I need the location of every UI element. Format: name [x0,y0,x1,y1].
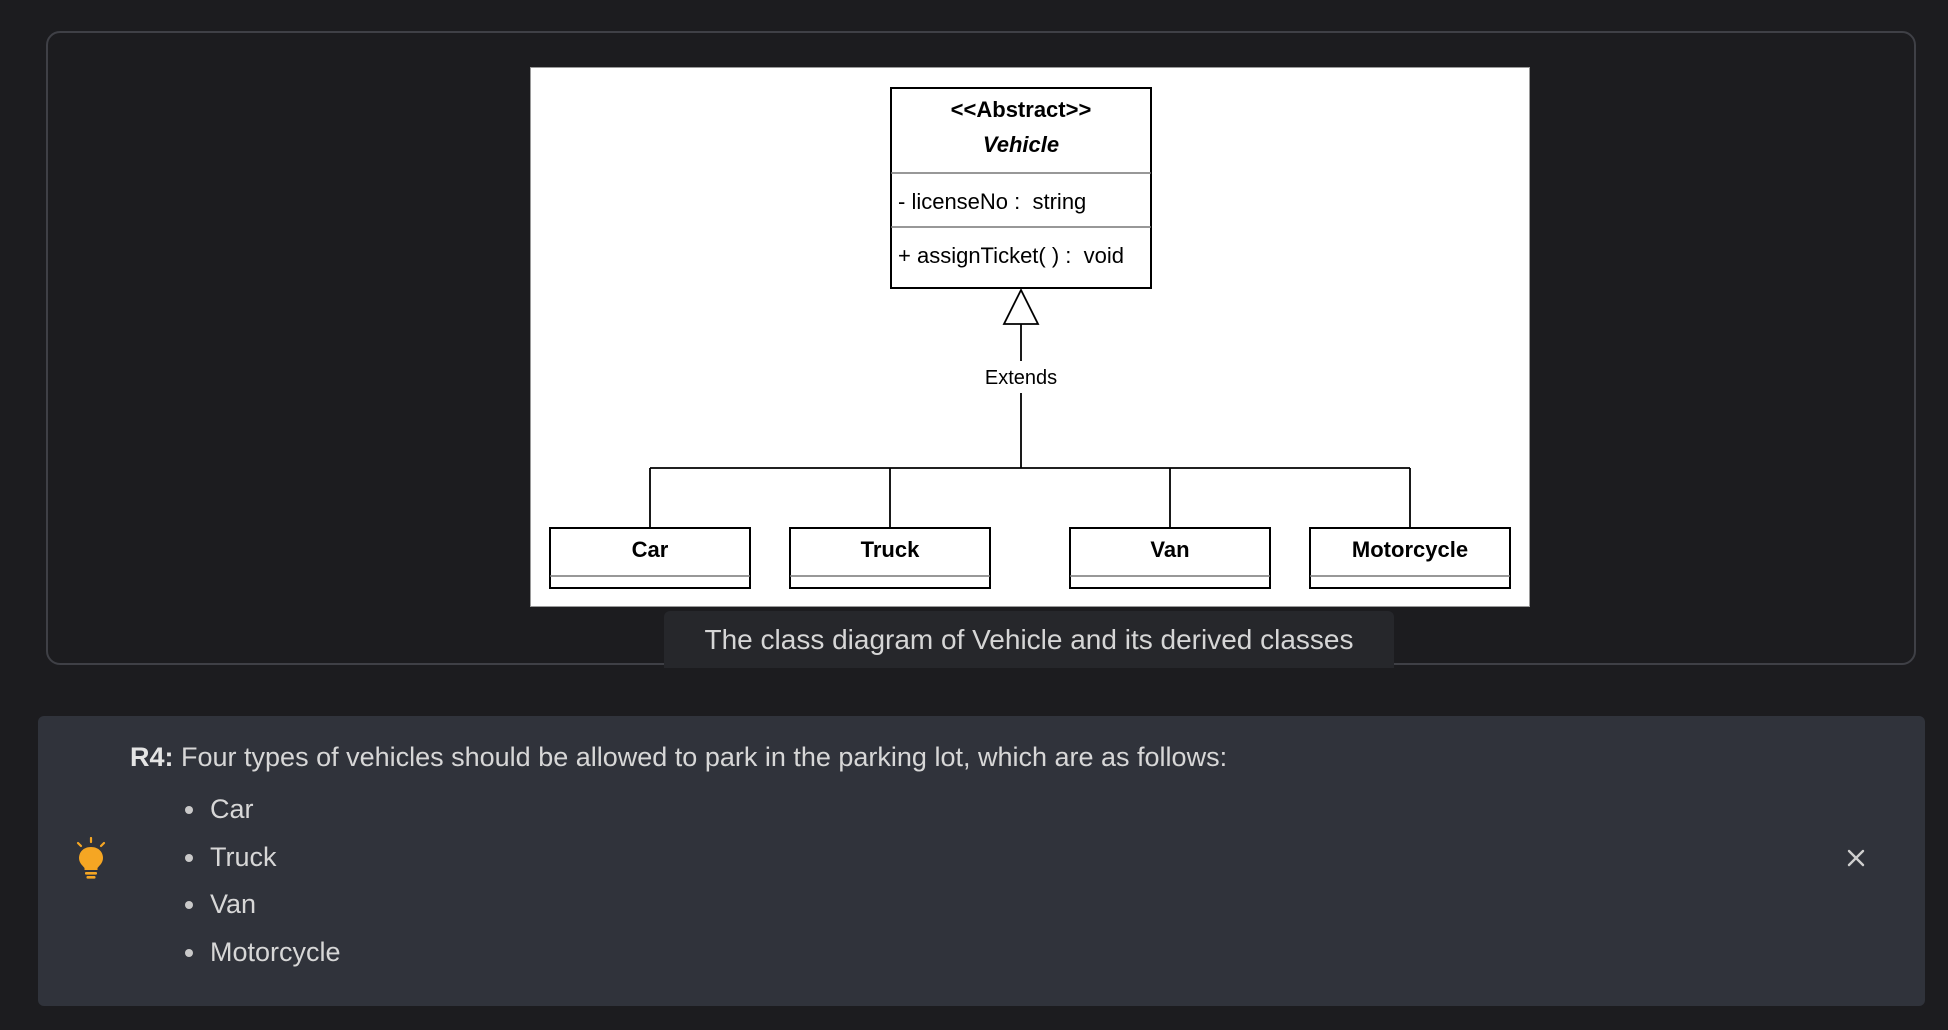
list-item: Car [185,786,1227,834]
vehicle-attribute: - licenseNo : string [898,189,1086,214]
list-item: Truck [185,834,1227,882]
extends-label: Extends [985,367,1057,389]
note-body: R4: Four types of vehicles should be all… [130,738,1227,976]
subclass-motorcycle-name: Motorcycle [1352,537,1468,562]
class-diagram-svg: <<Abstract>> Vehicle - licenseNo : strin… [549,87,1511,589]
list-item: Van [185,881,1227,929]
subclass-car-name: Car [632,537,669,562]
close-icon[interactable] [1838,840,1874,876]
inheritance-triangle [1002,287,1040,325]
subclass-truck: Truck [789,527,991,589]
generalization-arrow: Extends [649,287,1411,528]
note-tag: R4: [130,742,174,772]
subclass-car-frame [549,527,751,589]
vehicle-stereotype: <<Abstract>> [951,97,1092,122]
vehicle-method: + assignTicket( ) : void [898,243,1124,268]
lightbulb-icon [76,837,106,879]
subclass-motorcycle-frame [1309,527,1511,589]
subclass-car: Car [549,527,751,589]
vehicle-class-box: <<Abstract>> Vehicle - licenseNo : strin… [890,87,1152,289]
class-diagram: <<Abstract>> Vehicle - licenseNo : strin… [530,67,1530,607]
vehicle-class-frame [890,87,1152,289]
vehicle-type-list: Car Truck Van Motorcycle [130,786,1227,976]
diagram-caption: The class diagram of Vehicle and its der… [664,611,1394,668]
note-callout: R4: Four types of vehicles should be all… [38,716,1925,1006]
subclass-truck-name: Truck [861,537,920,562]
extends-label-bg [979,362,1063,388]
note-requirement: R4: Four types of vehicles should be all… [130,738,1227,776]
subclass-van: Van [1069,527,1271,589]
note-text: Four types of vehicles should be allowed… [173,742,1228,772]
subclass-motorcycle: Motorcycle [1309,527,1511,589]
subclass-van-frame [1069,527,1271,589]
figure-card: <<Abstract>> Vehicle - licenseNo : strin… [46,31,1916,668]
list-item: Motorcycle [185,929,1227,977]
subclass-van-name: Van [1150,537,1189,562]
vehicle-class-name: Vehicle [983,132,1059,157]
subclass-truck-frame [789,527,991,589]
